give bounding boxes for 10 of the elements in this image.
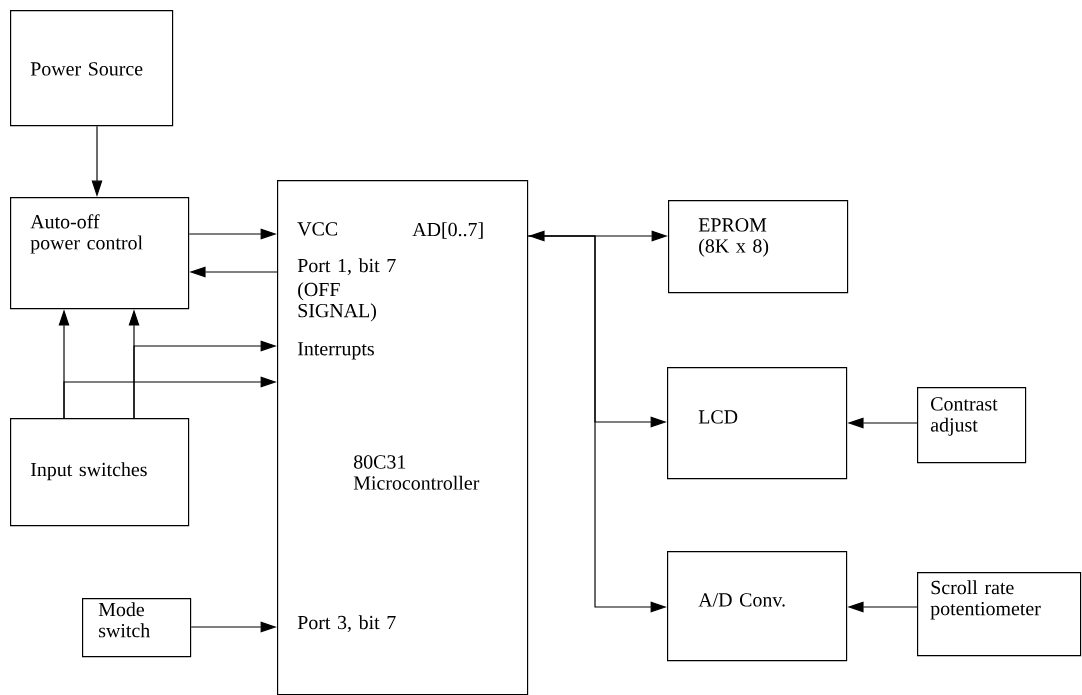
block-box: LCD: [667, 367, 848, 480]
microcontroller-block: VCC AD[0..7] Port 1, bit 7 (OFF SIGNAL) Interrupts 80C31 Microcontroller Port 3, bit 7: [277, 180, 529, 695]
block-box: Input switches: [10, 418, 190, 527]
block-box: Auto-off power control: [10, 197, 190, 310]
block-box: Contrast adjust: [917, 387, 1027, 464]
block-box: A/D Conv.: [667, 551, 848, 662]
block-box: Power Source: [10, 10, 174, 127]
block-box: Mode switch: [82, 598, 192, 658]
block-box: EPROM (8K x 8): [668, 200, 849, 294]
block-box: Scroll rate potentiometer: [917, 572, 1082, 657]
